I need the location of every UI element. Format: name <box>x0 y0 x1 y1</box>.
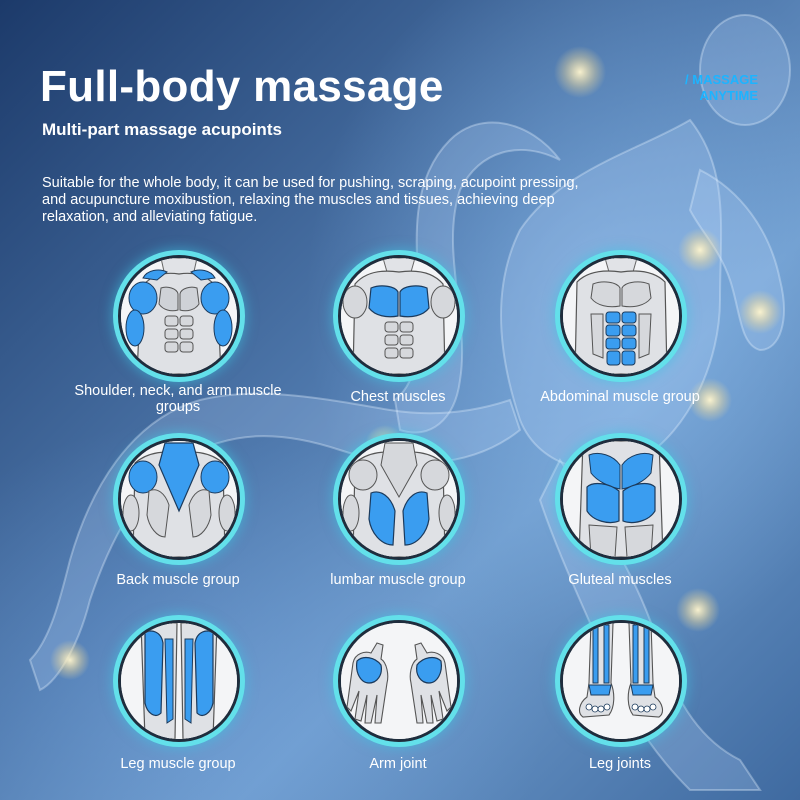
tagline-line-1: / MASSAGE <box>685 72 758 87</box>
part-tile-arm-joint: Arm joint <box>288 620 508 800</box>
abdominal-muscles-icon <box>560 255 682 377</box>
back-muscles-icon <box>118 438 240 560</box>
part-label: Chest muscles <box>350 389 446 405</box>
brand-tagline: / MASSAGE ANYTIME <box>685 72 758 104</box>
part-label: Arm joint <box>369 756 427 772</box>
shoulder-arm-muscles-icon <box>118 255 240 377</box>
description-text: Suitable for the whole body, it can be u… <box>42 175 579 225</box>
part-tile-leg-joints: Leg joints <box>510 620 730 800</box>
tagline-line-2: ANYTIME <box>699 88 759 103</box>
part-label: Abdominal muscle group <box>540 389 700 405</box>
part-label: Gluteal muscles <box>568 572 672 588</box>
part-tile-back: Back muscle group <box>68 438 288 618</box>
part-tile-lumbar: lumbar muscle group <box>288 438 508 618</box>
part-tile-gluteal: Gluteal muscles <box>510 438 730 618</box>
arm-joint-icon <box>338 620 460 742</box>
part-tile-chest: Chest muscles <box>288 255 508 435</box>
part-tile-shoulder-arm: Shoulder, neck, and arm muscle groups <box>68 255 288 435</box>
part-tile-abdominal: Abdominal muscle group <box>510 255 730 435</box>
lumbar-muscles-icon <box>338 438 460 560</box>
part-label: Leg joints <box>588 756 652 772</box>
part-label: Shoulder, neck, and arm muscle groups <box>74 383 282 415</box>
page-title: Full-body massage <box>40 62 444 111</box>
page-subtitle: Multi-part massage acupoints <box>42 120 282 139</box>
part-label: lumbar muscle group <box>330 572 466 588</box>
gluteal-muscles-icon <box>560 438 682 560</box>
part-label: Leg muscle group <box>120 756 236 772</box>
part-tile-leg: Leg muscle group <box>68 620 288 800</box>
part-label: Back muscle group <box>116 572 240 588</box>
chest-muscles-icon <box>338 255 460 377</box>
leg-joints-icon <box>560 620 682 742</box>
leg-muscles-icon <box>118 620 240 742</box>
